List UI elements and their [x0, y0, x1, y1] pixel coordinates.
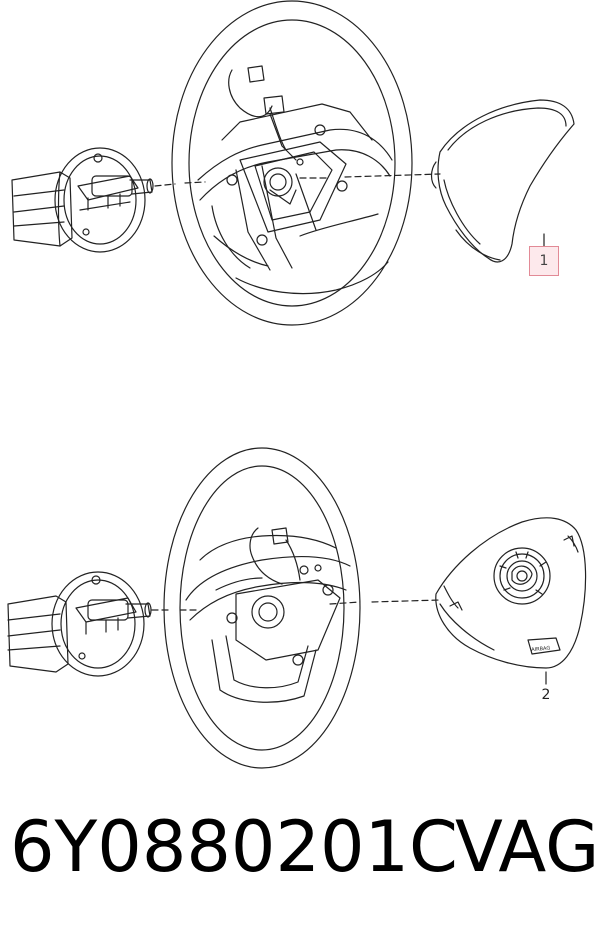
- top-alignment-line: [155, 174, 440, 186]
- bottom-assembly: AIRBAG: [8, 448, 586, 768]
- top-steering-wheel: [172, 1, 412, 325]
- airbag-unit-2: [436, 518, 586, 668]
- airbag-unit-1: [432, 100, 575, 262]
- bottom-steering-wheel: [164, 448, 360, 768]
- top-assembly: [12, 1, 574, 325]
- top-steering-column: [12, 148, 153, 252]
- callout-2: 2: [541, 687, 551, 703]
- bottom-alignment-line: [152, 600, 440, 610]
- airbag-badge-text: AIRBAG: [531, 645, 551, 653]
- callout-1: 1: [529, 246, 559, 276]
- part-number: 6Y0880201C: [10, 806, 458, 888]
- bottom-steering-column: [8, 572, 151, 676]
- airbag-exploded-diagram: AIRBAG: [0, 0, 600, 800]
- brand-label: VAG: [455, 806, 600, 888]
